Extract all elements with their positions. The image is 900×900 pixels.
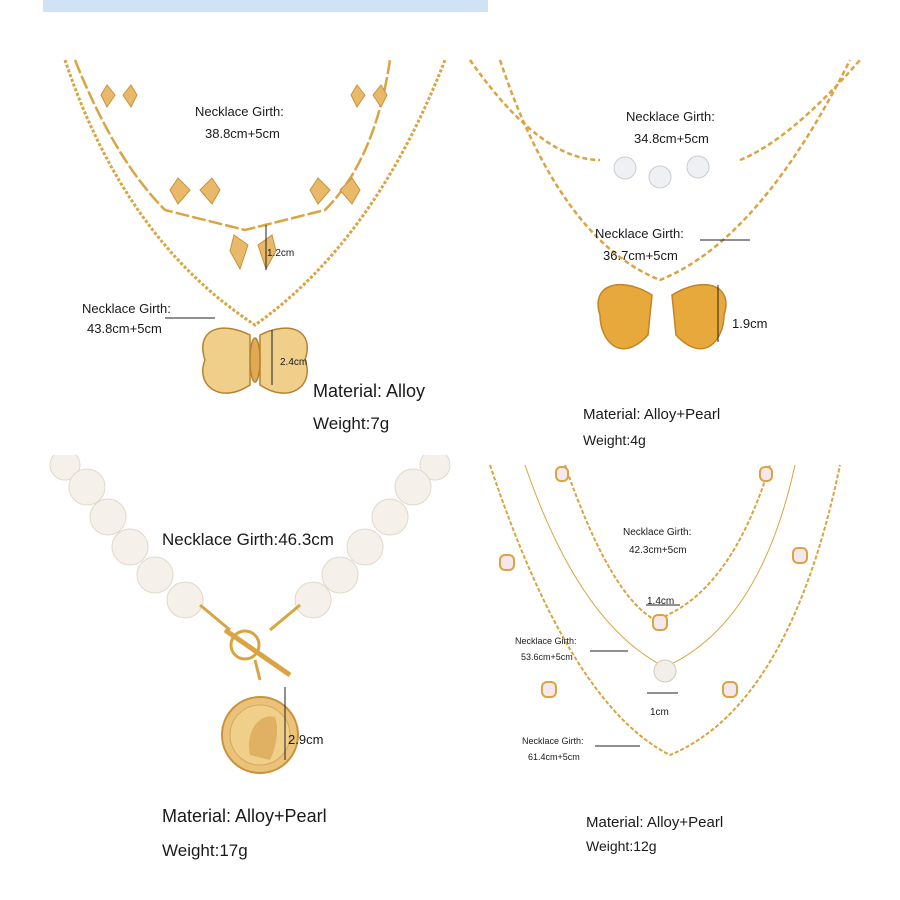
girth-label-1: Necklace Girth: (195, 104, 284, 119)
product-panel-pearl-coin: Necklace Girth:46.3cm 2.9cm Material: Al… (45, 455, 465, 875)
material-text: Material: Alloy (313, 381, 426, 401)
material-text: Material: Alloy+Pearl (586, 814, 724, 831)
butterfly-necklace-illustration (63, 59, 447, 394)
girth-label: Necklace Girth:46.3cm (162, 530, 334, 549)
pearl-beads (613, 155, 710, 189)
girth-value-1: 38.8cm+5cm (205, 126, 280, 141)
weight-text: Weight:4g (583, 432, 646, 448)
girth-label-2: Necklace Girth: (82, 301, 171, 316)
pearl-strand (49, 455, 451, 619)
product-panel-pearl-butterfly: Necklace Girth: 34.8cm+5cm Necklace Girt… (460, 40, 880, 460)
dimension-1: 1.9cm (732, 316, 768, 331)
girth-value-1: 42.3cm+5cm (629, 545, 687, 556)
girth-label-1: Necklace Girth: (626, 109, 715, 124)
dimension-1: 1.2cm (267, 248, 295, 259)
material-text: Material: Alloy+Pearl (583, 406, 721, 423)
weight-text: Weight:7g (313, 414, 390, 433)
girth-value-2: 43.8cm+5cm (87, 321, 162, 336)
material-text: Material: Alloy+Pearl (162, 806, 327, 826)
product-panel-triple-layer: Necklace Girth: 42.3cm+5cm 1.4cm Necklac… (460, 455, 880, 875)
triple-layer-illustration (489, 464, 841, 757)
top-banner (43, 0, 488, 12)
butterfly-pendant (597, 283, 727, 350)
toggle-clasp (199, 603, 301, 681)
girth-label-2: Necklace Girth: (595, 226, 684, 241)
girth-label-3: Necklace Girth: (522, 736, 584, 746)
girth-value-3: 61.4cm+5cm (528, 752, 580, 762)
girth-label-1: Necklace Girth: (623, 527, 692, 538)
weight-text: Weight:12g (586, 838, 657, 854)
butterfly-charms (100, 84, 388, 271)
girth-value-2: 53.6cm+5cm (521, 652, 573, 662)
product-panel-butterfly-layered: Necklace Girth: 38.8cm+5cm 1.2cm Necklac… (45, 40, 465, 460)
dimension-1: 2.9cm (288, 732, 324, 747)
pearl-butterfly-illustration (468, 59, 861, 350)
girth-value-2: 36.7cm+5cm (603, 248, 678, 263)
single-pearl (653, 659, 677, 683)
girth-value-1: 34.8cm+5cm (634, 131, 709, 146)
coin-pendant (221, 696, 299, 774)
pearl-stations (499, 466, 808, 698)
dimension-2: 2.4cm (280, 357, 308, 368)
dimension-1: 1.4cm (647, 596, 675, 607)
dimension-2: 1cm (650, 707, 669, 718)
pearl-coin-illustration (49, 455, 451, 774)
weight-text: Weight:17g (162, 841, 248, 860)
girth-label-2: Necklace Girth: (515, 636, 577, 646)
